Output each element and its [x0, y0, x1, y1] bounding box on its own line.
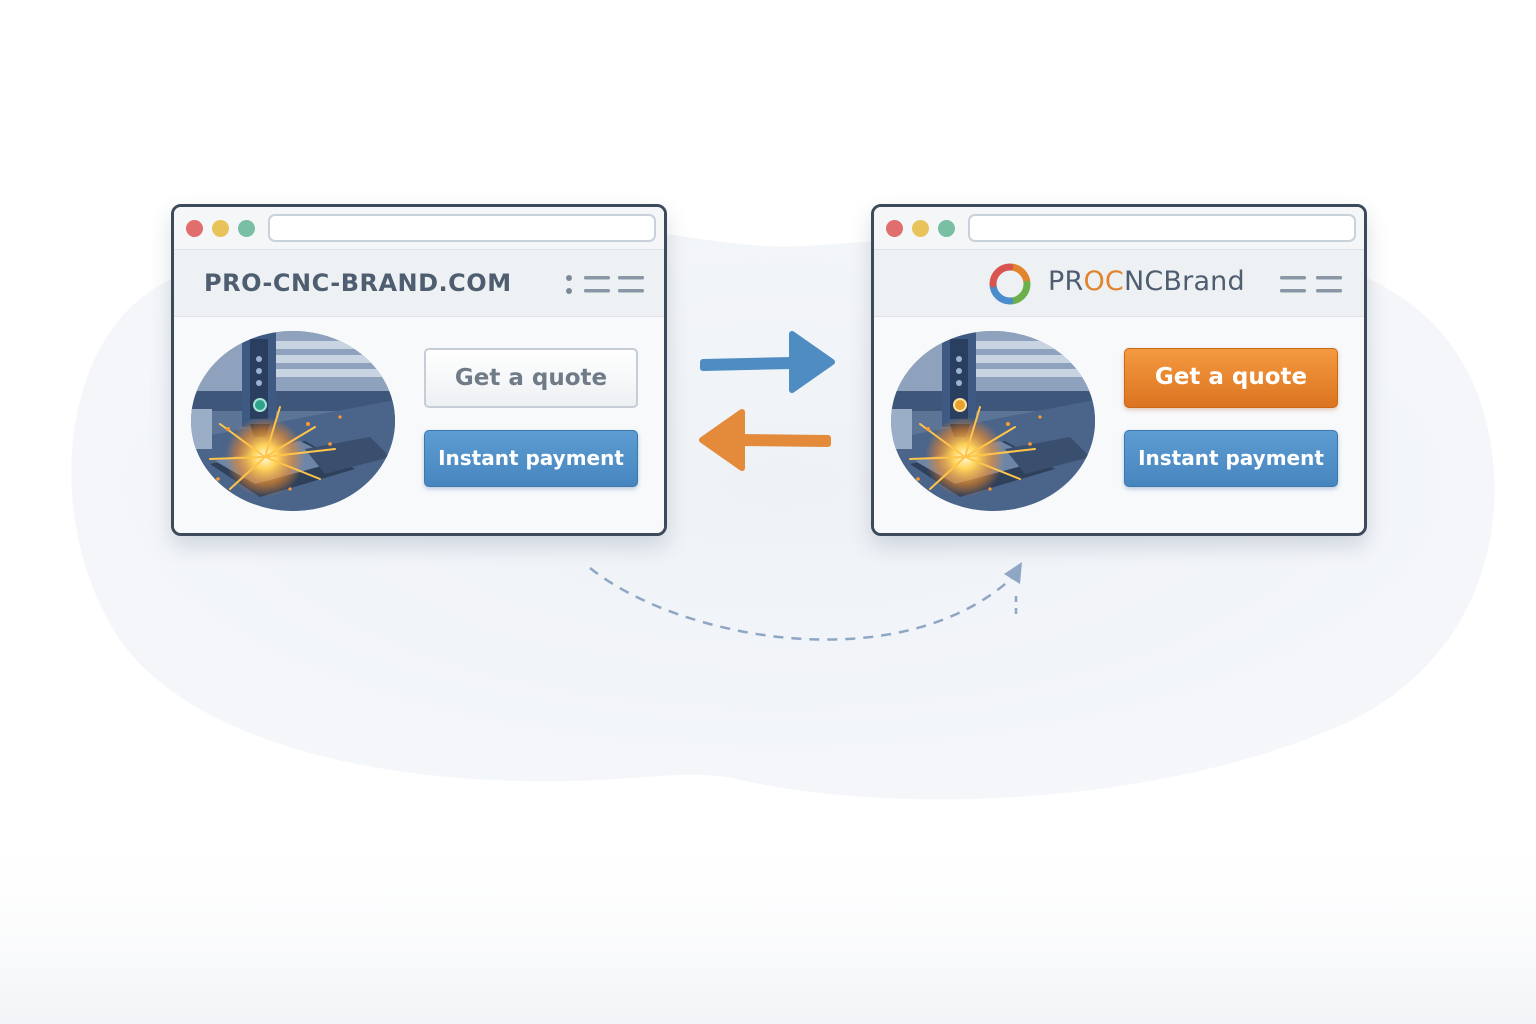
cnc-laser-machine-image [191, 331, 395, 511]
address-bar[interactable] [268, 214, 656, 242]
get-quote-button[interactable]: Get a quote [1124, 348, 1338, 408]
browser-window-before: PRO-CNC-BRAND.COM [171, 204, 667, 536]
brand-name-prefix: PR [1048, 266, 1084, 297]
site-header: PRO-CNC-BRAND.COM [174, 250, 664, 317]
site-header: PROCNCBrand [874, 250, 1364, 317]
instant-payment-button[interactable]: Instant payment [424, 430, 638, 487]
hamburger-menu-icon[interactable] [1280, 274, 1344, 296]
hamburger-menu-icon[interactable] [562, 274, 644, 296]
window-close-dot[interactable] [186, 220, 203, 237]
browser-titlebar [174, 207, 664, 250]
window-maximize-dot[interactable] [238, 220, 255, 237]
get-quote-button[interactable]: Get a quote [424, 348, 638, 408]
brand-logo-icon [989, 263, 1031, 305]
brand-name-accent: OC [1083, 266, 1124, 297]
brand-name-suffix: NCBrand [1123, 266, 1245, 297]
browser-titlebar [874, 207, 1364, 250]
instant-payment-button[interactable]: Instant payment [1124, 430, 1338, 487]
browser-window-after: PROCNCBrand [871, 204, 1367, 536]
window-maximize-dot[interactable] [938, 220, 955, 237]
site-domain-text: PRO-CNC-BRAND.COM [204, 269, 512, 297]
window-minimize-dot[interactable] [912, 220, 929, 237]
address-bar[interactable] [968, 214, 1356, 242]
window-close-dot[interactable] [886, 220, 903, 237]
brand-name: PROCNCBrand [1048, 266, 1245, 297]
window-minimize-dot[interactable] [212, 220, 229, 237]
cnc-laser-machine-image [891, 331, 1095, 511]
